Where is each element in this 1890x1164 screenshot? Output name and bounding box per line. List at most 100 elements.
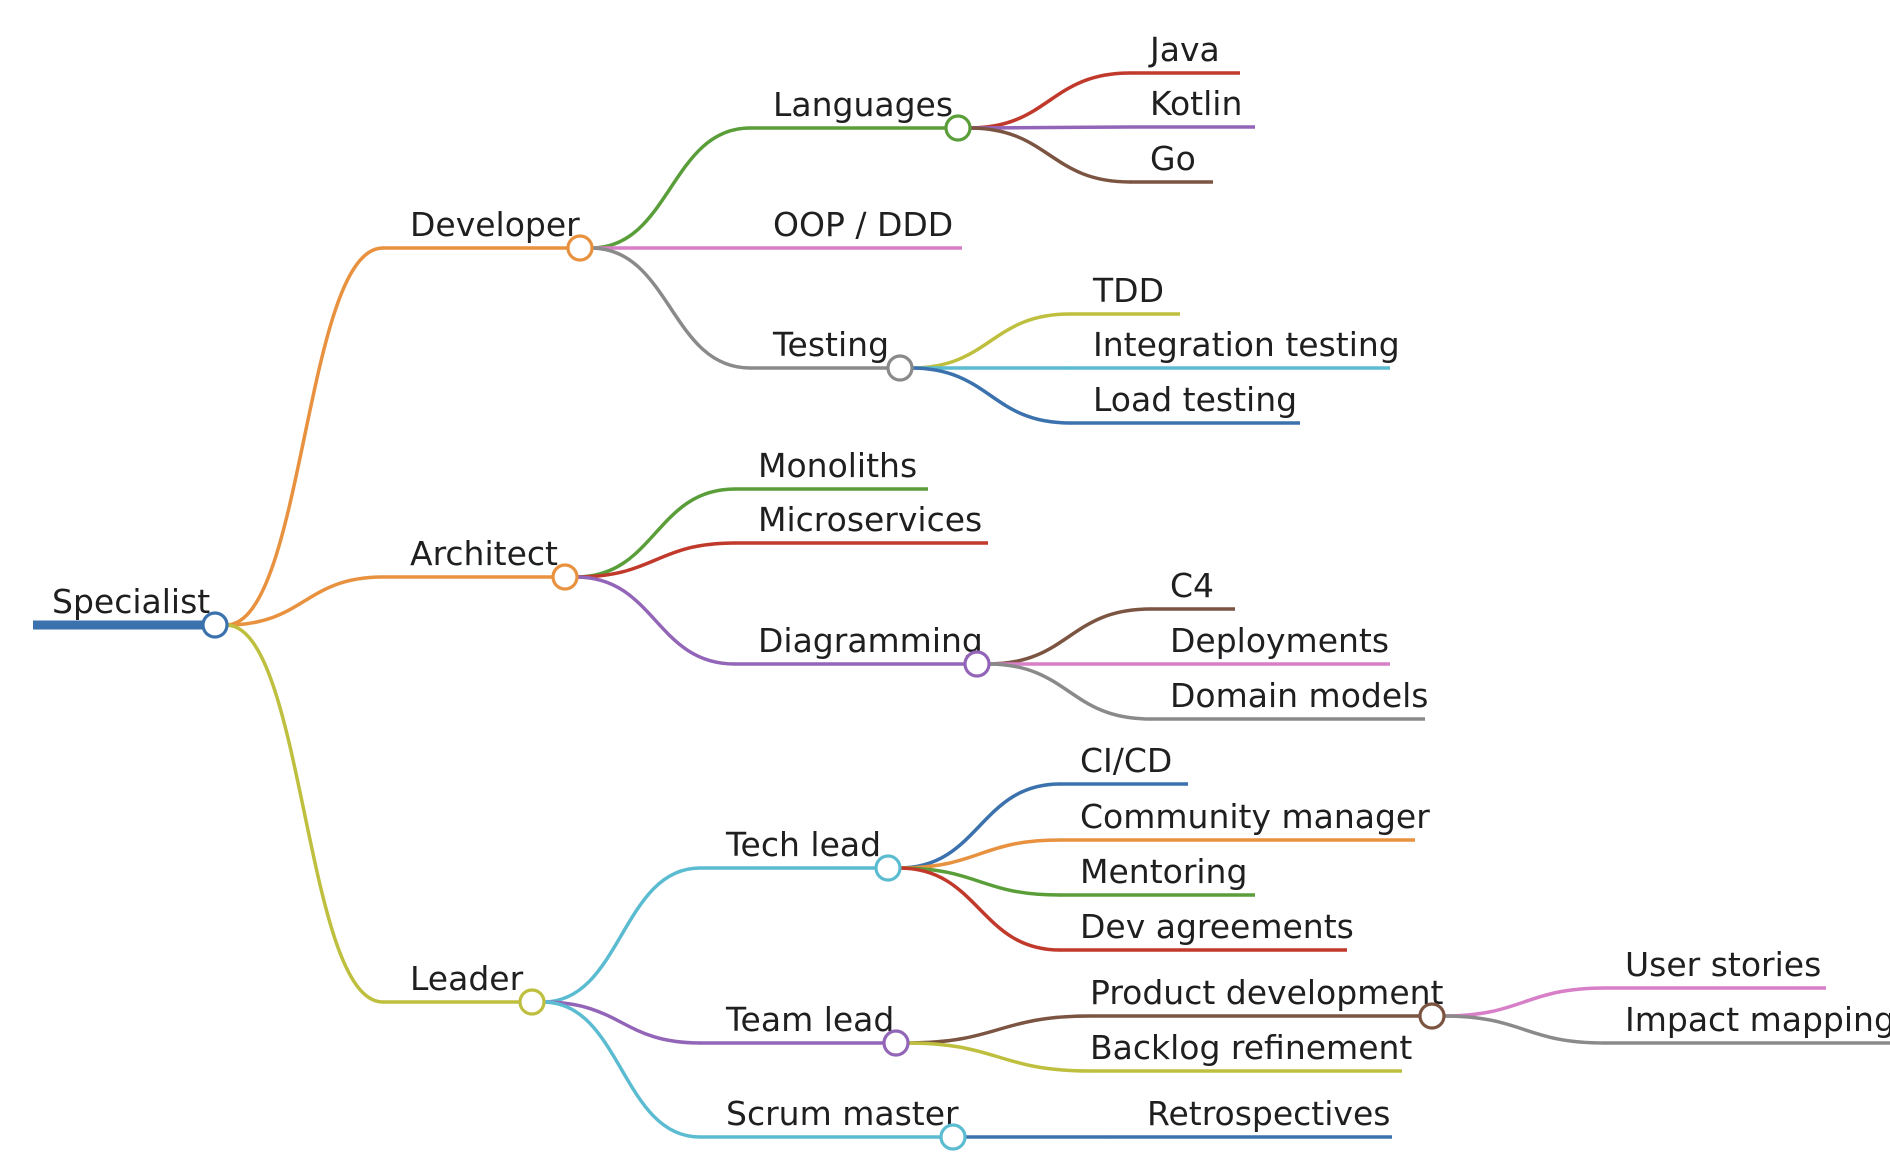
node-label-tdd: TDD xyxy=(1092,271,1164,310)
node-label-c4: C4 xyxy=(1170,566,1214,605)
node-label-scrum-master: Scrum master xyxy=(726,1094,959,1133)
collapse-toggle-specialist[interactable] xyxy=(201,611,229,639)
node-deployments: Deployments xyxy=(1150,621,1390,666)
node-label-dev-agreements: Dev agreements xyxy=(1080,907,1354,946)
node-oop-ddd: OOP / DDD xyxy=(750,205,962,250)
node-label-tech-lead: Tech lead xyxy=(725,825,881,864)
node-label-monoliths: Monoliths xyxy=(758,446,917,485)
link-testing-to-load-testing xyxy=(909,366,1072,425)
node-tech-lead[interactable]: Tech lead xyxy=(700,825,902,882)
node-label-deployments: Deployments xyxy=(1170,621,1389,660)
node-label-integration-testing: Integration testing xyxy=(1093,325,1400,364)
link-languages-to-kotlin xyxy=(967,125,1132,130)
link-languages-to-go xyxy=(967,126,1132,184)
node-architect[interactable]: Architect xyxy=(383,534,579,591)
node-product-development[interactable]: Product development xyxy=(1090,973,1446,1030)
link-diagramming-to-c4 xyxy=(986,607,1152,666)
node-domain-models: Domain models xyxy=(1150,676,1429,721)
link-architect-to-monoliths xyxy=(574,487,737,579)
mindmap-nodes: Specialist Developer Languages JavaKotlinGo… xyxy=(33,30,1890,1151)
link-specialist-to-developer xyxy=(224,246,385,627)
mindmap-links xyxy=(224,71,1607,1139)
link-leader-to-tech-lead xyxy=(541,866,702,1004)
node-label-user-stories: User stories xyxy=(1625,945,1821,984)
link-tech-lead-to-community-manager xyxy=(897,838,1062,870)
node-label-java: Java xyxy=(1148,30,1220,69)
link-developer-to-languages xyxy=(589,126,752,250)
node-java: Java xyxy=(1130,30,1240,75)
node-label-community-manager: Community manager xyxy=(1080,797,1430,836)
link-product-development-to-impact-mapping xyxy=(1441,1014,1607,1045)
node-label-languages: Languages xyxy=(773,85,953,124)
node-mentoring: Mentoring xyxy=(1060,852,1255,897)
node-go: Go xyxy=(1130,139,1213,184)
node-backlog-refinement: Backlog refinement xyxy=(1090,1028,1412,1073)
link-testing-to-tdd xyxy=(909,312,1072,370)
node-label-oop-ddd: OOP / DDD xyxy=(773,205,953,244)
node-label-architect: Architect xyxy=(410,534,558,573)
node-label-backlog-refinement: Backlog refinement xyxy=(1090,1028,1412,1067)
node-diagramming[interactable]: Diagramming xyxy=(735,621,991,678)
collapse-toggle-scrum-master[interactable] xyxy=(939,1123,967,1151)
node-user-stories: User stories xyxy=(1605,945,1826,990)
link-product-development-to-user-stories xyxy=(1441,986,1607,1018)
node-label-testing: Testing xyxy=(772,325,889,364)
link-diagramming-to-domain-models xyxy=(986,662,1152,721)
node-label-team-lead: Team lead xyxy=(725,1000,894,1039)
node-ci-cd: CI/CD xyxy=(1060,741,1188,786)
node-label-go: Go xyxy=(1150,139,1196,178)
collapse-toggle-tech-lead[interactable] xyxy=(874,854,902,882)
node-label-ci-cd: CI/CD xyxy=(1080,741,1172,780)
node-label-load-testing: Load testing xyxy=(1093,380,1297,419)
node-languages[interactable]: Languages xyxy=(750,85,972,142)
collapse-toggle-leader[interactable] xyxy=(518,988,546,1016)
node-developer[interactable]: Developer xyxy=(383,205,594,262)
node-label-developer: Developer xyxy=(410,205,580,244)
node-label-impact-mapping: Impact mapping xyxy=(1625,1000,1890,1039)
link-team-lead-to-backlog-refinement xyxy=(905,1041,1092,1073)
node-microservices: Microservices xyxy=(735,500,988,545)
node-dev-agreements: Dev agreements xyxy=(1060,907,1354,952)
link-specialist-to-architect xyxy=(224,575,385,627)
link-architect-to-diagramming xyxy=(574,575,737,666)
collapse-toggle-product-development[interactable] xyxy=(1418,1002,1446,1030)
node-scrum-master[interactable]: Scrum master xyxy=(700,1094,967,1151)
node-specialist[interactable]: Specialist xyxy=(33,582,229,639)
node-integration-testing: Integration testing xyxy=(1070,325,1400,370)
node-label-kotlin: Kotlin xyxy=(1150,84,1242,123)
node-label-mentoring: Mentoring xyxy=(1080,852,1247,891)
link-tech-lead-to-ci-cd xyxy=(897,782,1062,870)
node-kotlin: Kotlin xyxy=(1130,84,1255,129)
node-team-lead[interactable]: Team lead xyxy=(700,1000,910,1057)
node-load-testing: Load testing xyxy=(1070,380,1300,425)
link-leader-to-team-lead xyxy=(541,1000,702,1045)
collapse-toggle-languages[interactable] xyxy=(944,114,972,142)
link-leader-to-scrum-master xyxy=(541,1000,702,1139)
collapse-toggle-team-lead[interactable] xyxy=(882,1029,910,1057)
node-impact-mapping: Impact mapping xyxy=(1605,1000,1890,1045)
link-languages-to-java xyxy=(967,71,1132,130)
node-retrospectives: Retrospectives xyxy=(1110,1094,1392,1139)
node-leader[interactable]: Leader xyxy=(383,959,546,1016)
link-developer-to-testing xyxy=(589,246,752,370)
collapse-toggle-diagramming[interactable] xyxy=(963,650,991,678)
node-monoliths: Monoliths xyxy=(735,446,928,491)
node-tdd: TDD xyxy=(1070,271,1180,316)
link-specialist-to-leader xyxy=(224,623,385,1004)
node-c4: C4 xyxy=(1150,566,1235,611)
node-label-domain-models: Domain models xyxy=(1170,676,1429,715)
collapse-toggle-developer[interactable] xyxy=(566,234,594,262)
node-label-microservices: Microservices xyxy=(758,500,982,539)
node-label-retrospectives: Retrospectives xyxy=(1147,1094,1390,1133)
node-label-product-development: Product development xyxy=(1090,973,1444,1012)
node-community-manager: Community manager xyxy=(1060,797,1430,842)
node-testing[interactable]: Testing xyxy=(750,325,914,382)
node-label-leader: Leader xyxy=(410,959,524,998)
link-tech-lead-to-mentoring xyxy=(897,866,1062,897)
link-team-lead-to-product-development xyxy=(905,1014,1092,1045)
collapse-toggle-architect[interactable] xyxy=(551,563,579,591)
link-architect-to-microservices xyxy=(574,541,737,579)
collapse-toggle-testing[interactable] xyxy=(886,354,914,382)
link-tech-lead-to-dev-agreements xyxy=(897,866,1062,952)
